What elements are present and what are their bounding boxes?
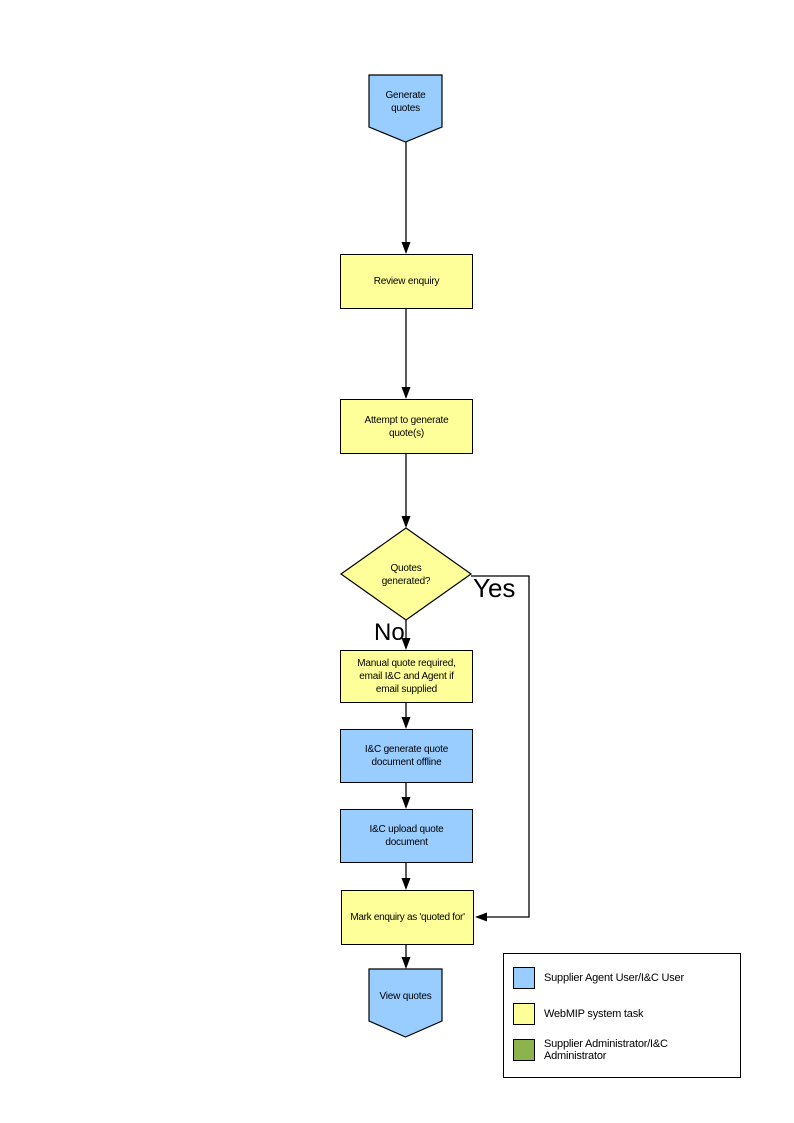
arrowhead-mark [401, 878, 411, 890]
node-label: Mark enquiry as 'quoted for' [350, 912, 465, 923]
legend-item-supplier-administrator: Supplier Administrator/I&C Administrator [513, 1038, 736, 1062]
end-pentagon-shape [368, 968, 443, 1038]
node-manual-quote-required: Manual quote required, email I&C and Age… [340, 650, 473, 703]
node-attempt-generate-quotes: Attempt to generate quote(s) [340, 399, 473, 454]
arrowhead-yes-mark [475, 912, 487, 922]
arrowhead-decision [401, 516, 411, 528]
blue-swatch-icon [513, 967, 535, 989]
arrowhead-end [401, 957, 411, 969]
node-mark-enquiry-quoted: Mark enquiry as 'quoted for' [341, 890, 474, 945]
start-pentagon-label: Generate quotes [385, 90, 426, 114]
legend: Supplier Agent User/I&C User WebMIP syst… [503, 953, 741, 1078]
node-label: Review enquiry [373, 276, 440, 287]
yellow-swatch-icon [513, 1003, 535, 1025]
node-label: Attempt to generate quote(s) [364, 414, 449, 439]
legend-item-label: Supplier Agent User/I&C User [544, 972, 684, 984]
decision-diamond-label: Quotes generated? [381, 563, 431, 587]
node-review-enquiry: Review enquiry [340, 254, 473, 309]
legend-item-label: WebMIP system task [544, 1008, 644, 1020]
legend-item-supplier-agent-user: Supplier Agent User/I&C User [513, 967, 736, 989]
arrowhead-upload [401, 797, 411, 809]
yes-branch-label: Yes [473, 573, 516, 603]
node-label: Manual quote required, email I&C and Age… [357, 658, 456, 695]
arrowhead-review [401, 242, 411, 254]
node-generate-quote-offline: I&C generate quote document offline [340, 729, 473, 783]
legend-item-webmip-system-task: WebMIP system task [513, 1003, 736, 1025]
no-branch-label: No [374, 619, 405, 646]
arrowhead-attempt [401, 387, 411, 399]
node-label: I&C generate quote document offline [364, 744, 449, 768]
end-pentagon-label: View quotes [379, 990, 432, 1002]
legend-item-label: Supplier Administrator/I&C Administrator [544, 1038, 668, 1062]
arrowhead-offline [401, 717, 411, 729]
green-swatch-icon [513, 1039, 535, 1061]
start-pentagon-shape [368, 74, 443, 143]
node-label: I&C upload quote document [369, 824, 444, 848]
node-upload-quote-document: I&C upload quote document [340, 809, 473, 863]
arrowhead-manual [401, 638, 411, 650]
connector-yes-branch [471, 575, 530, 918]
